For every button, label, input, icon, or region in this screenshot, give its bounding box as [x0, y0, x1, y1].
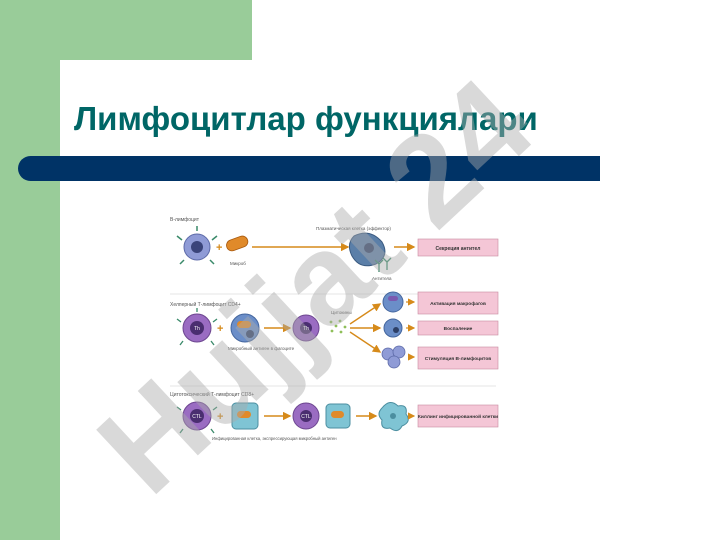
top-green-band	[0, 0, 252, 60]
outcome-antibody-secretion: Секреция антител	[436, 246, 481, 252]
row-2-arrow-down	[349, 331, 382, 353]
left-green-band	[0, 0, 60, 540]
outcome-box-inflammation	[417, 320, 499, 336]
b-cell-cluster-icon	[381, 345, 406, 369]
outcome-macrophage-activation: Активация макрофагов	[430, 300, 486, 307]
lysed-cell-icon	[378, 402, 409, 432]
row-1-label: В-лимфоцит	[170, 217, 200, 223]
row-2-arrow-up	[349, 303, 382, 325]
macrophage-icon	[382, 291, 404, 313]
plus-sign: +	[216, 242, 222, 254]
helper-t-cell-icon	[176, 308, 218, 346]
title-underline-bar	[18, 156, 600, 181]
cytokines-icon	[329, 319, 347, 334]
infected-cell-label: Инфицированная клетка, экспрессирующая м…	[212, 436, 337, 441]
b-lymphocyte-icon	[176, 226, 218, 265]
activated-ctl-tag: CTL	[301, 414, 311, 420]
row-2-label: Хелперный Т-лимфоцит CD4+	[170, 301, 241, 308]
outcome-infected-cell-killing: Киллинг инфицированной клетки	[418, 413, 498, 420]
plasma-cell-icon	[348, 232, 386, 267]
outcome-inflammation: Воспаление	[444, 326, 473, 332]
plus-sign: +	[217, 323, 223, 335]
inflammation-cell-icon	[383, 318, 403, 338]
microbe-label: Микроб	[230, 261, 246, 266]
cytokines-label: Цитокины	[331, 310, 352, 315]
outcome-box-infected-cell-killing	[417, 404, 499, 428]
phagocyte-icon	[230, 313, 260, 343]
target-cell-icon	[325, 403, 351, 429]
outcome-box-macrophage-activation	[417, 291, 499, 315]
slide-title: Лимфоцитлар функциялари	[74, 100, 538, 137]
row-3-label: Цитотоксический Т-лимфоцит CD8+	[170, 391, 254, 398]
infected-cell-icon	[231, 402, 259, 430]
plus-sign: +	[217, 411, 223, 423]
microbe-icon	[226, 235, 249, 252]
cytotoxic-t-tag: CTL	[192, 414, 202, 420]
outcome-b-cell-stimulation: Стимуляция В-лимфоцитов	[425, 355, 491, 362]
activated-ctl-icon	[292, 402, 320, 430]
phagocyte-label: Микробный антиген в фагоците	[228, 345, 295, 351]
antibody-label: Антитела	[372, 276, 392, 281]
outcome-box-b-cell-stimulation	[417, 346, 499, 370]
row-1-arrow-label: Плазматическая клетка (эффектор)	[316, 226, 391, 231]
cytotoxic-t-cell-icon	[176, 401, 218, 434]
lymphocyte-function-diagram: В-лимфоцит + Микроб Плазматическая клетк…	[170, 217, 499, 441]
helper-t-tag: Th	[194, 326, 200, 332]
activated-helper-t-icon	[292, 314, 320, 342]
antibody-icon	[374, 257, 392, 272]
activated-helper-t-tag: Th	[303, 326, 309, 332]
outcome-box-antibody-secretion	[417, 238, 499, 257]
